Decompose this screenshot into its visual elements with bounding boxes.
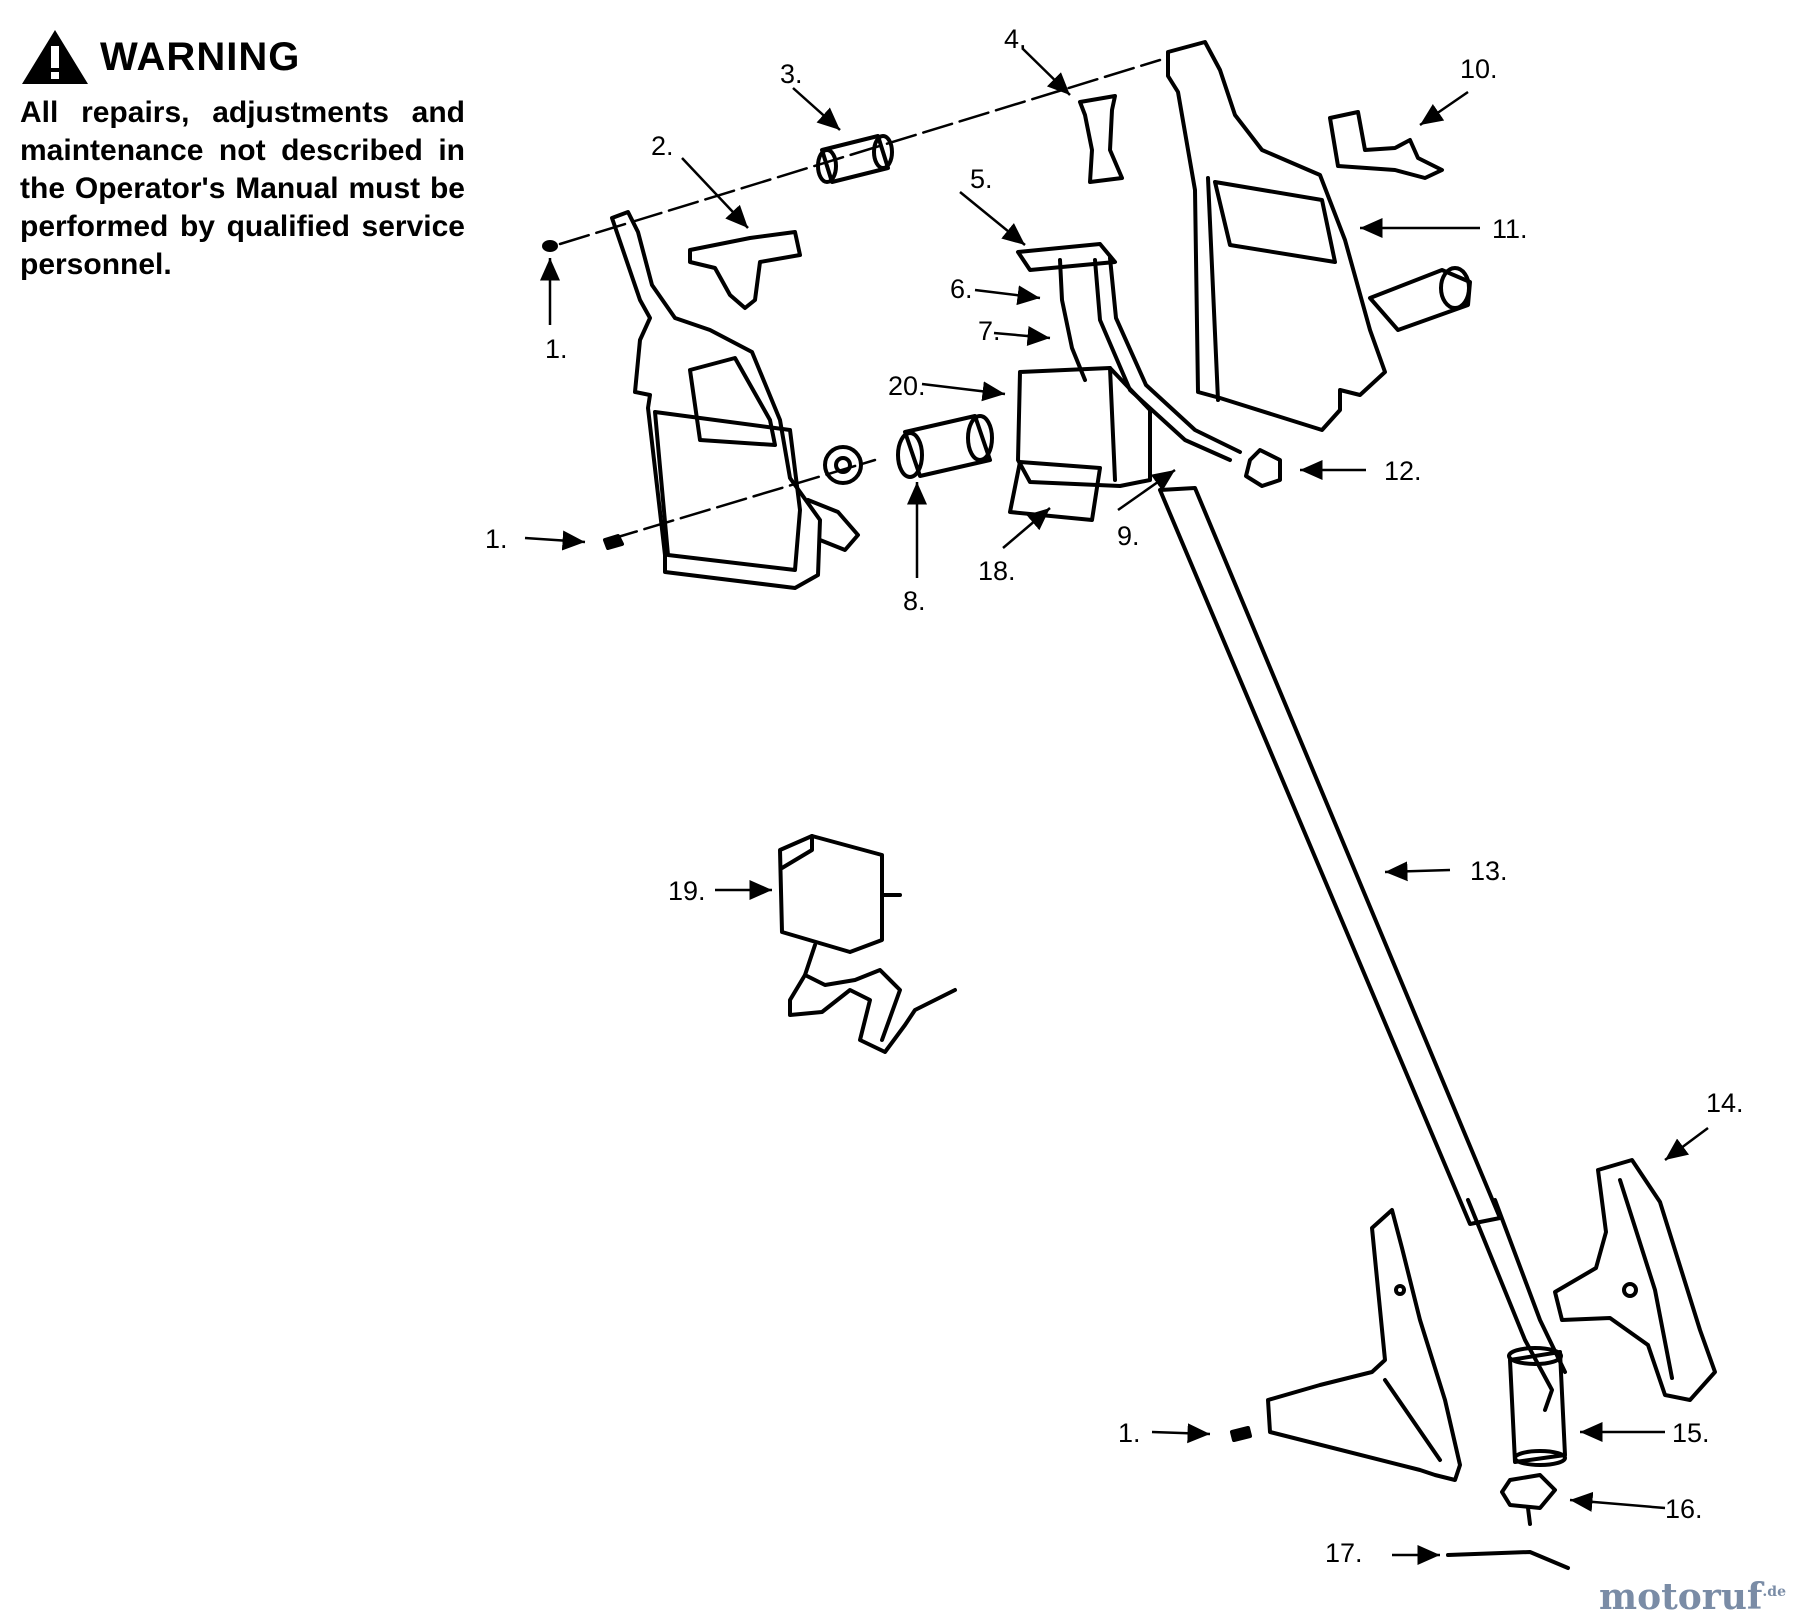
battery-charger: [778, 834, 957, 1054]
callout-19: 19.: [668, 876, 706, 906]
callout-13: 13.: [1470, 856, 1508, 886]
callout-6: 6.: [950, 274, 973, 304]
callout-18: 18.: [978, 556, 1016, 586]
watermark-name: motoruf: [1599, 1576, 1763, 1618]
lower-housing: [1266, 1208, 1462, 1482]
watermark-logo: motoruf.de: [1599, 1576, 1786, 1618]
trigger-switch: [688, 230, 802, 310]
callout-11: 11.: [1492, 214, 1528, 244]
callout-1-bottom: 1.: [1118, 1418, 1141, 1448]
grass-guard: [1553, 1158, 1717, 1402]
warning-title: WARNING: [100, 34, 301, 79]
callout-10: 10.: [1460, 54, 1498, 84]
warning-notice: WARNING All repairs, adjustments and mai…: [20, 28, 465, 284]
watermark-tld: .de: [1762, 1584, 1786, 1600]
cutting-spool: [1500, 1473, 1557, 1526]
motor: [1507, 1346, 1567, 1467]
battery-label: [1008, 460, 1102, 522]
lower-roller: [896, 414, 994, 479]
callout-17: 17.: [1325, 1538, 1363, 1568]
callout-12: 12.: [1384, 456, 1422, 486]
callout-5: 5.: [970, 164, 993, 194]
callout-4: 4.: [1004, 24, 1027, 54]
callout-9: 9.: [1117, 521, 1140, 551]
main-shaft: [1158, 486, 1567, 1412]
warning-text: All repairs, adjustments and maintenance…: [20, 96, 465, 281]
roller-sleeve: [816, 134, 894, 184]
callout-1-middle: 1.: [485, 524, 508, 554]
callout-8: 8.: [903, 586, 926, 616]
callout-15: 15.: [1672, 1418, 1710, 1448]
callout-7: 7.: [978, 316, 1001, 346]
trimmer-line: [1446, 1550, 1570, 1570]
switch-clip: [1078, 94, 1124, 184]
screw-top-left: [542, 240, 558, 252]
screw-bottom: [1230, 1426, 1252, 1442]
callout-16: 16.: [1665, 1494, 1703, 1524]
callout-1-top: 1.: [545, 334, 568, 364]
left-housing-half: [610, 210, 863, 590]
callout-2: 2.: [651, 131, 674, 161]
callout-3: 3.: [780, 59, 803, 89]
latch-lever: [1328, 110, 1444, 180]
right-housing-half: [1166, 40, 1472, 432]
callout-20: 20.: [888, 371, 926, 401]
callout-14: 14.: [1706, 1088, 1744, 1118]
warning-triangle-icon: [22, 30, 88, 84]
